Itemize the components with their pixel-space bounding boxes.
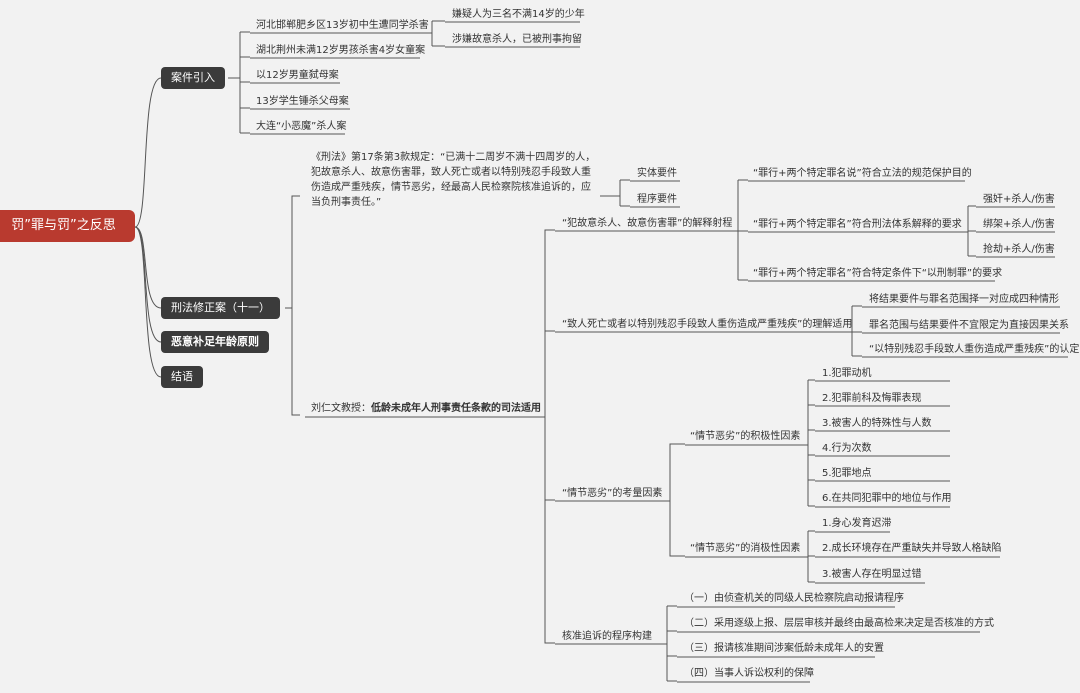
factor-item[interactable]: 3.被害人的特殊性与人数 <box>822 418 932 429</box>
positive-factors[interactable]: “情节恶劣”的积极性因素 <box>690 431 801 442</box>
topic-link <box>544 417 555 644</box>
provision-child[interactable]: 实体要件 <box>637 168 677 179</box>
crime-combo[interactable]: 绑架+杀人/伤害 <box>983 219 1055 230</box>
procedure-item[interactable]: （一）由侦查机关的同级人民检察院启动报请程序 <box>684 593 904 604</box>
branch-amendment[interactable]: 刑法修正案（十一） <box>161 297 280 319</box>
topic-item[interactable]: 将结果要件与罪名范围择一对应成四种情形 <box>869 294 1059 305</box>
procedure-item[interactable]: （四）当事人诉讼权利的保障 <box>684 668 814 679</box>
factor-item[interactable]: 3.被害人存在明显过错 <box>822 569 922 580</box>
branch-conclusion[interactable]: 结语 <box>161 366 203 388</box>
factor-item[interactable]: 2.犯罪前科及悔罪表现 <box>822 393 922 404</box>
amend-link <box>285 195 300 309</box>
topic-circumstance[interactable]: “情节恶劣”的考量因素 <box>562 488 663 499</box>
procedure-item[interactable]: （三）报请核准期间涉案低龄未成年人的安置 <box>684 643 884 654</box>
procedure-item[interactable]: （二）采用逐级上报、层层审核并最终由最高检来决定是否核准的方式 <box>684 618 994 629</box>
root-link <box>134 226 162 378</box>
case-detail[interactable]: 嫌疑人为三名不满14岁的少年 <box>452 9 585 20</box>
crime-combo[interactable]: 强奸+杀人/伤害 <box>983 194 1055 205</box>
topic-interpretation[interactable]: “犯故意杀人、故意伤害罪”的解释射程 <box>562 218 733 229</box>
factor-item[interactable]: 1.犯罪动机 <box>822 368 872 379</box>
case-item[interactable]: 大连“小恶魔”杀人案 <box>256 121 347 132</box>
negative-factors[interactable]: “情节恶劣”的消极性因素 <box>690 543 801 554</box>
topic-link <box>544 417 555 501</box>
topic-link <box>544 330 555 417</box>
crime-combo[interactable]: 抢劫+杀人/伤害 <box>983 244 1055 255</box>
factor-item[interactable]: 2.成长环境存在严重缺失并导致人格缺陷 <box>822 543 1002 554</box>
topic-link <box>544 229 555 417</box>
case-detail[interactable]: 涉嫌故意杀人，已被刑事拘留 <box>452 34 582 45</box>
topic-item[interactable]: 罪名范围与结果要件不宜限定为直接因果关系 <box>869 320 1069 331</box>
provision-text[interactable]: 《刑法》第17条第3款规定：“已满十二周岁不满十四周岁的人，犯故意杀人、故意伤害… <box>311 152 596 208</box>
amend-link <box>291 308 300 416</box>
topic-item[interactable]: “以特别残忍手段致人重伤造成严重残疾”的认定 <box>869 344 1080 355</box>
professor-name: 刘仁文教授： <box>311 403 371 414</box>
topic-procedure[interactable]: 核准追诉的程序构建 <box>562 631 652 642</box>
branch-principle[interactable]: 恶意补足年龄原则 <box>161 331 269 353</box>
factor-item[interactable]: 5.犯罪地点 <box>822 468 872 479</box>
professor-node[interactable]: 刘仁文教授：低龄未成年人刑事责任条款的司法适用 <box>311 403 541 415</box>
provision-child[interactable]: 程序要件 <box>637 194 677 205</box>
topic-item[interactable]: “罪行+两个特定罪名”符合特定条件下“以刑制罪”的要求 <box>753 268 1003 279</box>
root-node[interactable]: 罚”罪与罚”之反思 <box>0 210 135 242</box>
case-item[interactable]: 湖北荆州未满12岁男孩杀害4岁女童案 <box>256 45 426 56</box>
t3-link <box>669 501 685 557</box>
professor-topic: 低龄未成年人刑事责任条款的司法适用 <box>371 403 541 414</box>
branch-case-intro[interactable]: 案件引入 <box>161 67 225 89</box>
topic-result[interactable]: “致人死亡或者以特别残忍手段致人重伤造成严重残疾”的理解适用 <box>562 319 853 330</box>
case-item[interactable]: 13岁学生锤杀父母案 <box>256 96 349 107</box>
case-item[interactable]: 河北邯郸肥乡区13岁初中生遭同学杀害 <box>256 20 429 31</box>
root-link <box>134 226 162 309</box>
factor-item[interactable]: 4.行为次数 <box>822 443 872 454</box>
factor-item[interactable]: 6.在共同犯罪中的地位与作用 <box>822 493 952 504</box>
root-link <box>134 77 162 228</box>
factor-item[interactable]: 1.身心发育迟滞 <box>822 518 892 529</box>
t3-link <box>669 443 685 501</box>
case-item[interactable]: 以12岁男童弑母案 <box>256 70 339 81</box>
topic-item[interactable]: “罪行+两个特定罪名说”符合立法的规范保护目的 <box>753 168 972 179</box>
topic-item[interactable]: “罪行+两个特定罪名”符合刑法体系解释的要求 <box>753 219 962 230</box>
